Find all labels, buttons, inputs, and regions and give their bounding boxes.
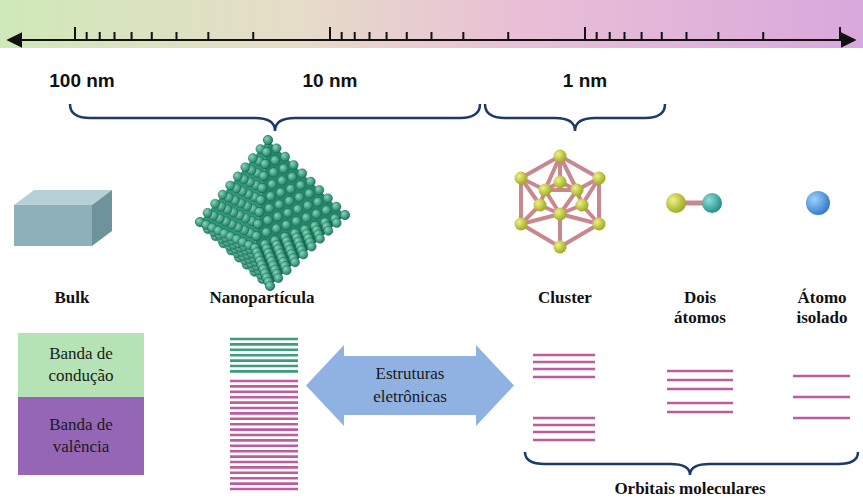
scale-tick bbox=[685, 32, 687, 40]
scale-tick bbox=[430, 32, 432, 40]
double-arrow-shape bbox=[306, 345, 514, 426]
node-text: Banda de condução bbox=[26, 343, 136, 387]
scale-tick bbox=[624, 32, 626, 40]
isolated-atom bbox=[806, 191, 830, 215]
nanoparticle bbox=[195, 135, 349, 290]
item-label: Dois átomos bbox=[661, 288, 739, 329]
scale-tick bbox=[369, 32, 371, 40]
double-arrow-box: Estruturas eletrônicas bbox=[306, 345, 514, 426]
scale-gradient bbox=[0, 0, 863, 48]
energy-levels bbox=[230, 339, 850, 489]
scale-tick bbox=[609, 32, 611, 40]
scale-tick bbox=[252, 32, 254, 40]
band-box: Banda de valência bbox=[18, 397, 144, 475]
brace bbox=[70, 104, 480, 131]
scale-tick bbox=[462, 32, 464, 40]
two-atoms bbox=[666, 193, 722, 213]
item-label: Nanopartícula bbox=[182, 288, 342, 308]
scale-tick bbox=[99, 32, 101, 40]
group-label: Orbitais moleculares bbox=[560, 479, 820, 499]
brace bbox=[525, 452, 858, 475]
scale-tick bbox=[74, 27, 76, 40]
scale-tick bbox=[354, 32, 356, 40]
scale-tick bbox=[661, 32, 663, 40]
scale-label: 100 nm bbox=[27, 70, 137, 93]
scale-tick bbox=[175, 32, 177, 40]
item-label: Cluster bbox=[510, 288, 620, 308]
scale-tick bbox=[596, 32, 598, 40]
scale-tick bbox=[584, 27, 586, 40]
scale-tick bbox=[507, 32, 509, 40]
scale-tick bbox=[386, 32, 388, 40]
scale-tick bbox=[329, 27, 331, 40]
scale-tick bbox=[86, 32, 88, 40]
item-label: Bulk bbox=[17, 288, 127, 308]
scale-label: 10 nm bbox=[280, 70, 380, 93]
double-arrow bbox=[306, 345, 514, 426]
brace bbox=[485, 104, 665, 131]
scale-ticks bbox=[75, 27, 840, 40]
cluster-icosahedron bbox=[515, 150, 606, 254]
item-label: Átomo isolado bbox=[783, 288, 861, 329]
scale-label: 1 nm bbox=[540, 70, 630, 93]
node-text: Banda de valência bbox=[26, 414, 136, 458]
scale-tick bbox=[131, 32, 133, 40]
scale-tick bbox=[151, 32, 153, 40]
scale-tick bbox=[114, 32, 116, 40]
band-box: Banda de condução bbox=[18, 333, 144, 397]
scale-tick bbox=[207, 32, 209, 40]
scale-tick bbox=[641, 32, 643, 40]
bulk-block bbox=[14, 190, 112, 246]
scale-tick bbox=[839, 27, 841, 40]
scale-tick bbox=[341, 32, 343, 40]
node-text: Estruturas eletrônicas bbox=[350, 363, 470, 407]
scale-tick bbox=[717, 32, 719, 40]
scale-tick bbox=[406, 32, 408, 40]
scale-tick bbox=[762, 32, 764, 40]
